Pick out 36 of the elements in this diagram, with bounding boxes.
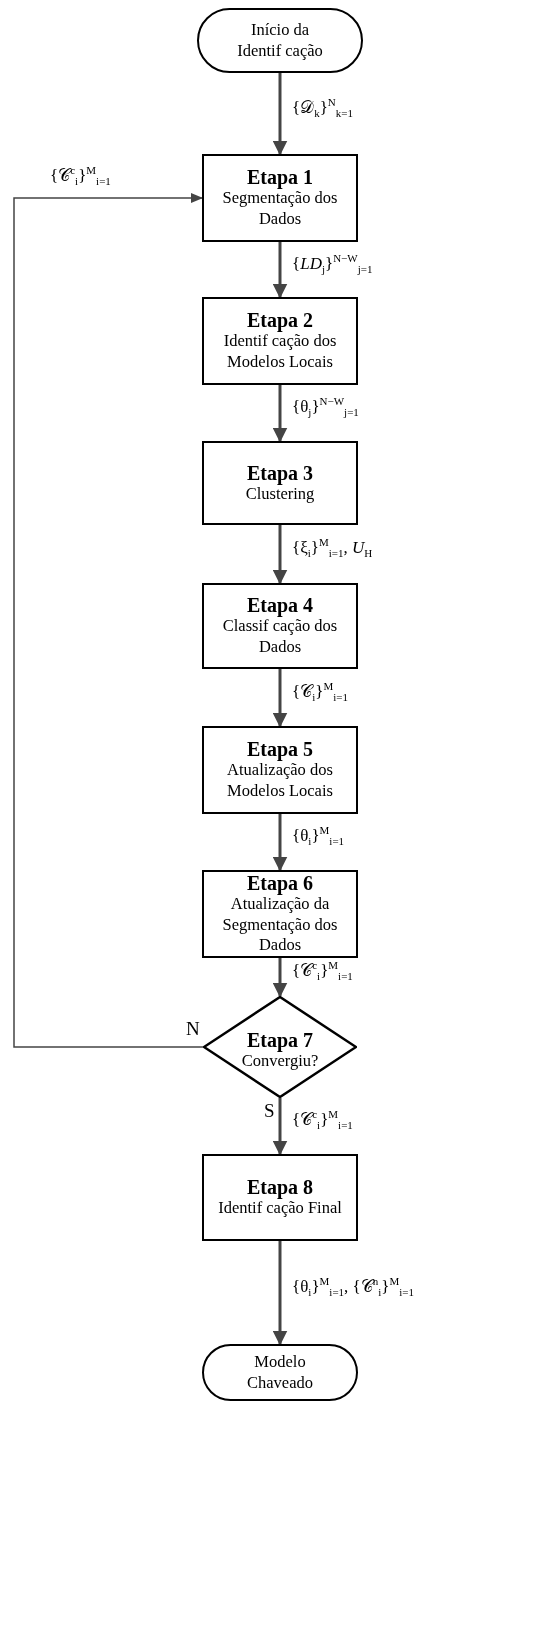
arrow (272, 814, 288, 872)
decision-diamond (203, 996, 357, 1098)
arrow (272, 385, 288, 443)
step-text: Atualização da Segmentação dos Dados (221, 894, 339, 956)
arrow (272, 525, 288, 585)
arrow (272, 242, 288, 299)
process-box (202, 154, 358, 242)
step-heading: Etapa 2 (246, 309, 314, 332)
step-heading: Etapa 4 (246, 594, 314, 617)
arrow (13, 193, 204, 1048)
process-box (202, 870, 358, 958)
process-box (202, 1154, 358, 1241)
step-text: Modelo Chaveado (246, 1351, 314, 1394)
arrow (272, 1098, 288, 1156)
step-heading: Etapa 5 (246, 738, 314, 761)
step-text: Atualização dos Modelos Locais (226, 760, 334, 802)
process-box (202, 297, 358, 385)
arrow (272, 73, 288, 156)
step-text: Identif cação Final (217, 1198, 343, 1219)
process-box (202, 726, 358, 814)
step-heading: Etapa 1 (246, 166, 314, 189)
step-text: Classif cação dos Dados (221, 616, 339, 658)
step-heading: Etapa 7 (246, 1028, 314, 1051)
step-text: Início da Identif cação (236, 19, 324, 62)
process-box (202, 583, 358, 669)
step-text: Identif cação dos Modelos Locais (222, 331, 338, 373)
branch-label: N (186, 1018, 200, 1040)
step-heading: Etapa 6 (246, 872, 314, 895)
step-heading: Etapa 8 (246, 1176, 314, 1199)
arrow (272, 958, 288, 998)
step-heading: Etapa 3 (246, 461, 314, 484)
process-box (202, 441, 358, 525)
arrow (272, 669, 288, 728)
branch-label: S (264, 1100, 275, 1122)
arrow (272, 1241, 288, 1346)
step-text: Segmentação dos Dados (221, 188, 339, 230)
